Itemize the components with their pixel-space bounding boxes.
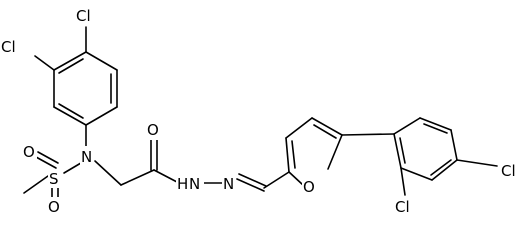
bond xyxy=(419,117,452,131)
atom-o-carbonyl: O xyxy=(146,120,161,140)
bond xyxy=(34,55,55,71)
bond xyxy=(94,160,122,186)
atom-label: Cl xyxy=(395,198,410,216)
bond xyxy=(37,151,59,164)
bond xyxy=(400,167,406,196)
atom-n-sulfonamide: N xyxy=(80,146,94,166)
atom-o-sulfonyl-bottom: O xyxy=(47,197,62,217)
bond xyxy=(58,58,84,74)
atom-cl-ring3-para: Cl xyxy=(500,161,522,181)
atom-o-sulfonyl-left: O xyxy=(22,141,37,161)
atom-n-imine: N xyxy=(222,174,236,194)
bond xyxy=(311,117,343,136)
bond xyxy=(393,117,421,135)
atom-o-furan: O xyxy=(302,177,317,197)
bond xyxy=(285,117,313,139)
bond xyxy=(23,175,49,194)
bond xyxy=(85,106,118,126)
bond xyxy=(291,140,296,169)
bond xyxy=(327,134,343,170)
bond xyxy=(341,133,395,136)
atom-cl-ring1-para: Cl xyxy=(75,5,95,25)
atom-label: Cl xyxy=(501,162,516,180)
bond xyxy=(53,106,87,126)
atom-label: O xyxy=(48,198,60,216)
bond xyxy=(288,171,304,186)
bond xyxy=(236,178,265,192)
bond xyxy=(431,159,458,181)
atom-label: Cl xyxy=(1,38,16,56)
atom-nh-hydrazide: H N xyxy=(176,174,204,194)
bonds xyxy=(23,26,498,198)
bond xyxy=(85,51,118,71)
bond xyxy=(238,173,267,187)
atom-sulfur: S xyxy=(48,169,61,188)
atom-label: O xyxy=(147,121,159,139)
atom-label: S xyxy=(49,170,59,188)
atom-label: H xyxy=(177,175,188,193)
atom-label: Cl xyxy=(76,7,91,25)
bond xyxy=(313,124,337,139)
atom-labels: Cl Cl N S O O O H N xyxy=(0,5,522,217)
atom-cl-ring3-ortho: Cl xyxy=(394,197,416,217)
bond xyxy=(153,169,178,183)
bond xyxy=(285,137,290,173)
bond xyxy=(456,159,498,167)
atom-label: N xyxy=(81,148,92,166)
atom-cl-ring1-meta: Cl xyxy=(0,37,22,57)
bond xyxy=(120,169,155,186)
bond xyxy=(393,133,402,169)
atom-label: O xyxy=(23,143,35,161)
bond xyxy=(423,123,448,134)
atom-label: N xyxy=(189,175,200,193)
bond xyxy=(399,137,406,164)
bond xyxy=(400,167,433,181)
bond xyxy=(430,159,452,176)
atom-label: N xyxy=(223,175,234,193)
bond xyxy=(35,156,57,169)
bond xyxy=(58,103,84,119)
bond xyxy=(53,51,87,71)
atom-label: O xyxy=(303,178,315,196)
bond xyxy=(450,129,458,161)
bond xyxy=(263,171,290,189)
